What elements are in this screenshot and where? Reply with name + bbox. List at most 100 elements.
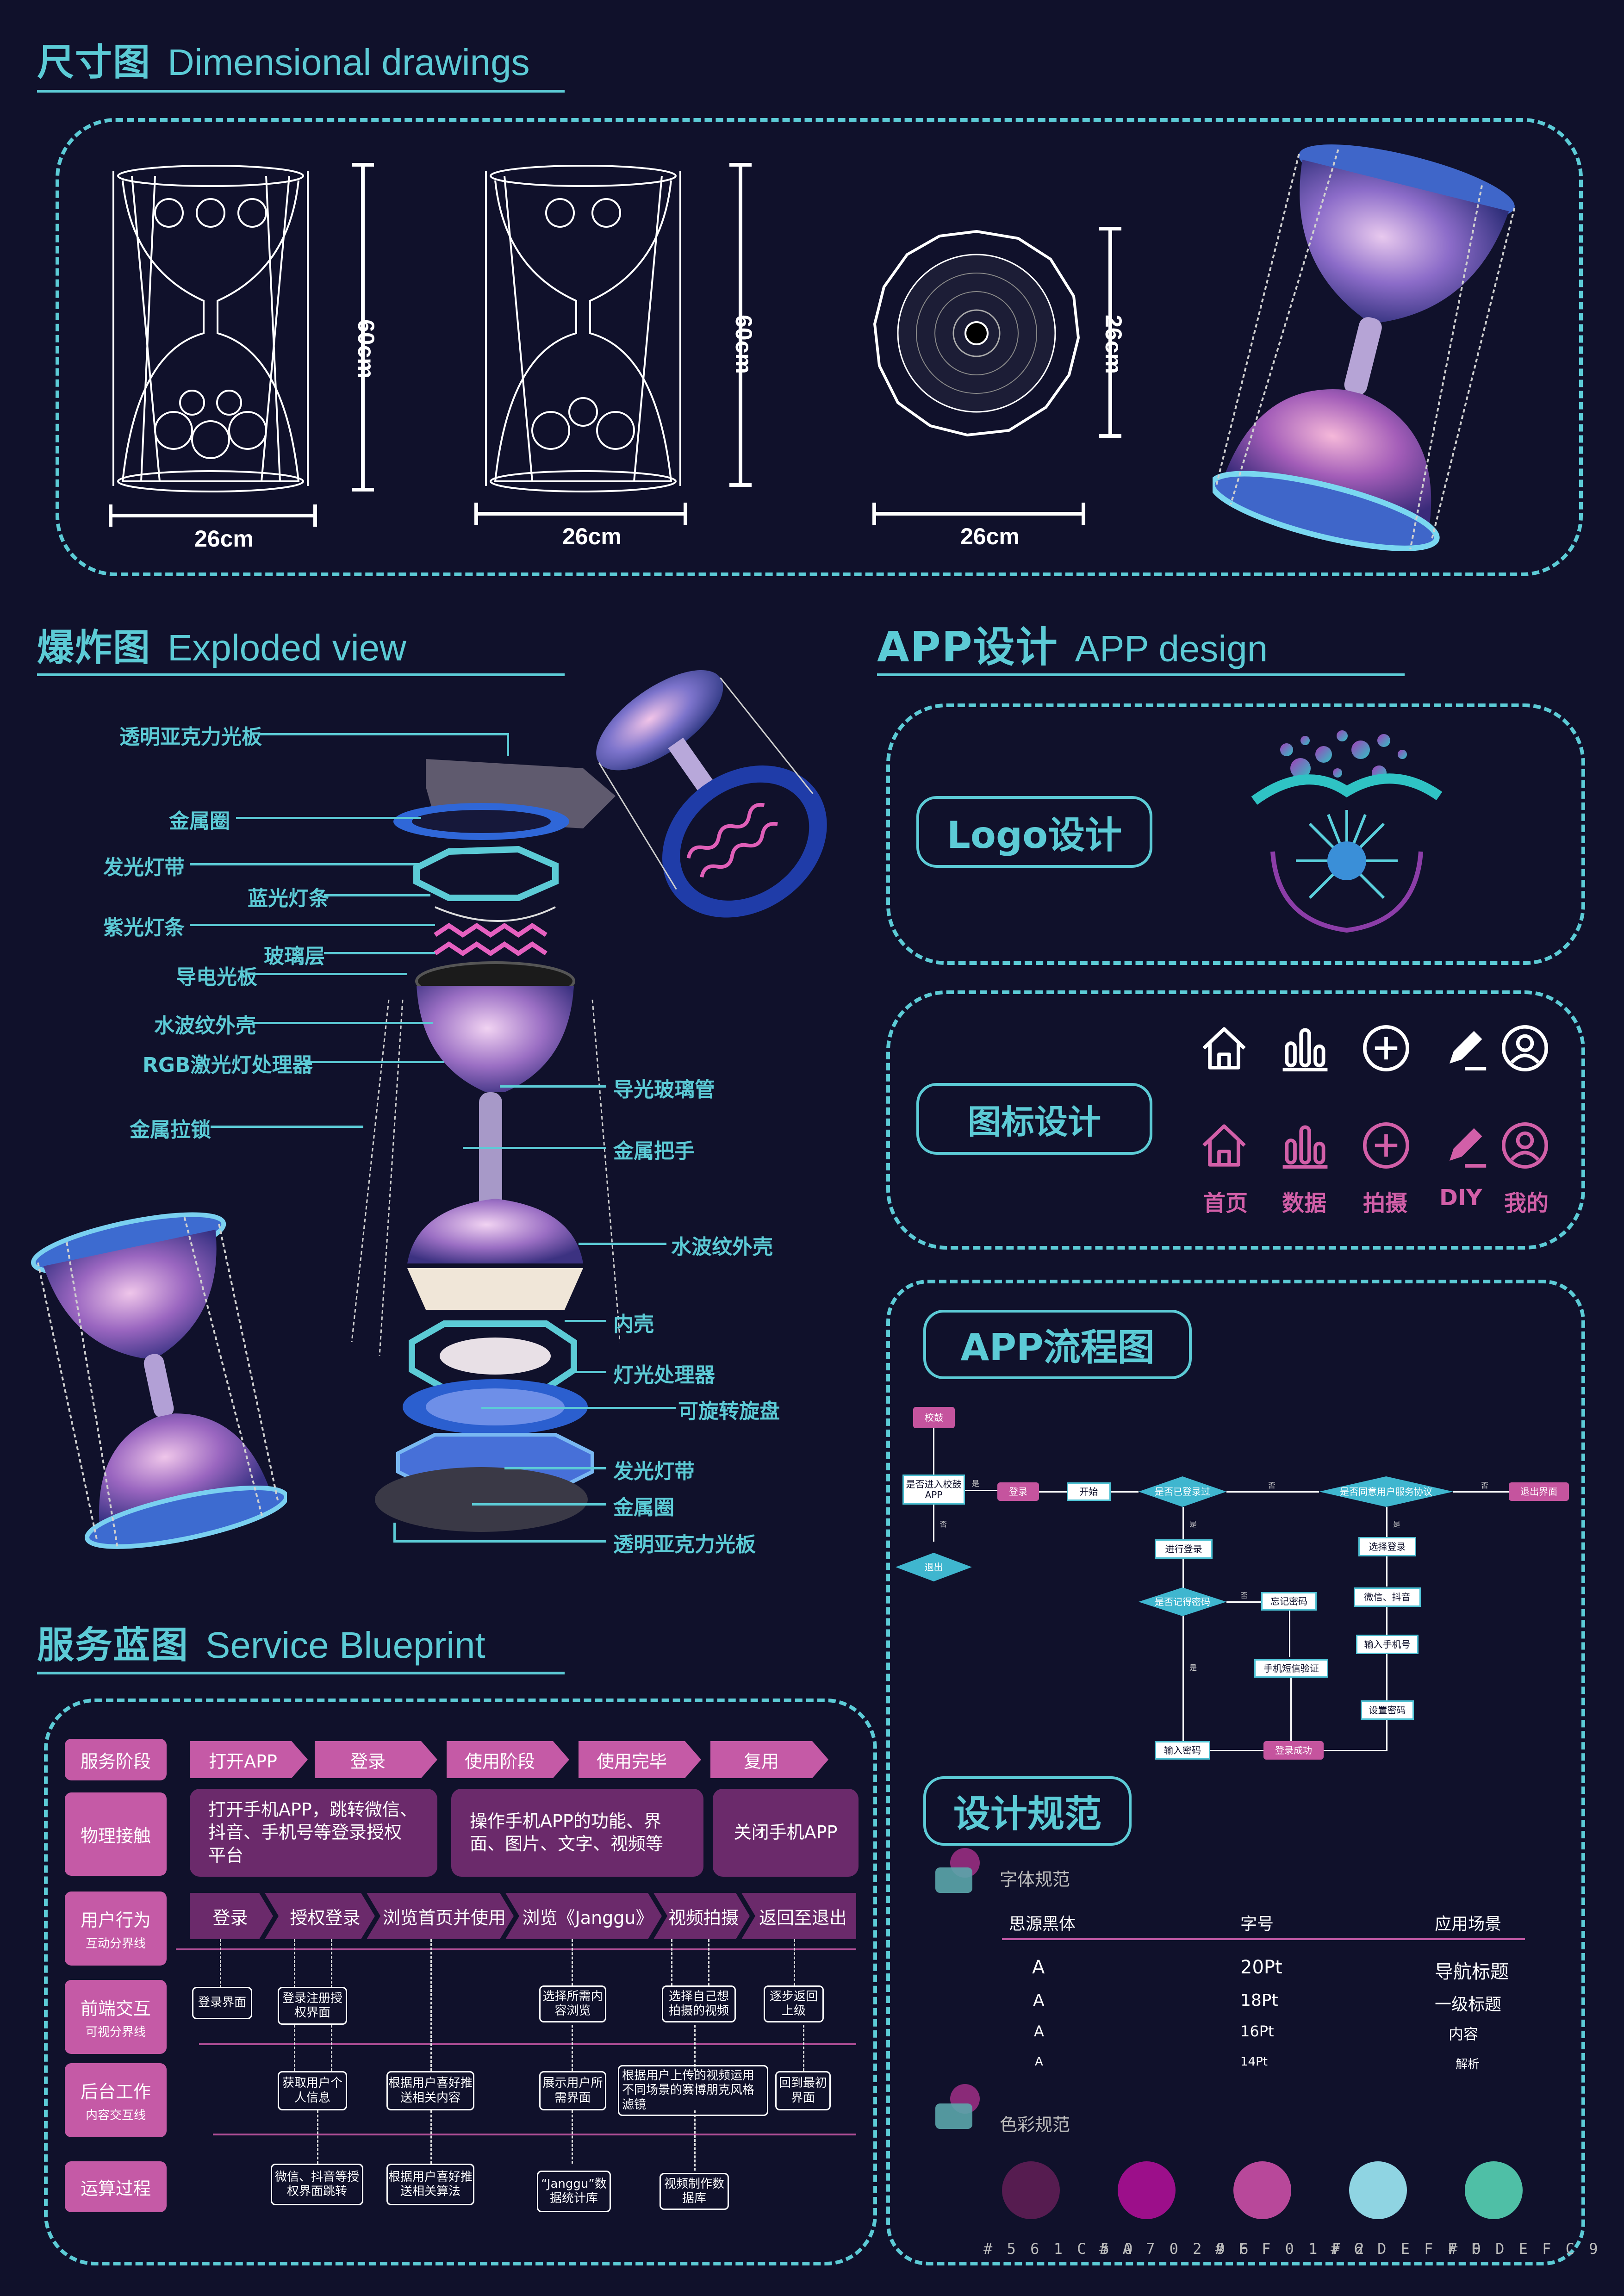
physical-close-app: 关闭手机APP [713, 1789, 859, 1877]
icon-label-data: 数据 [1282, 1190, 1327, 1216]
width-label: 26cm [194, 526, 254, 552]
table-header-font: 思源黑体 [1009, 1915, 1076, 1934]
ex-label-metal-ring-2: 金属圈 [613, 1496, 674, 1519]
assembled-render-image [31, 1212, 287, 1549]
row-label-backend: 后台工作内容交互线 [65, 2063, 167, 2137]
icon-label-home: 首页 [1203, 1190, 1248, 1216]
color-swatch-4 [1349, 2161, 1407, 2219]
color-swatch-5 [1465, 2161, 1523, 2219]
table-row: A [1033, 1991, 1045, 2010]
compute-push-algorithm: 根据用户喜好推送相关算法 [386, 2164, 474, 2205]
visibility-line [199, 2043, 856, 2045]
home-icon [1202, 1027, 1246, 1070]
color-hex-3: # F F 0 1 F 2 [1215, 2240, 1367, 2258]
stage-open-app: 打开APP [209, 1751, 277, 1772]
width-dim-line [109, 514, 317, 517]
color-hex-2: # A 7 0 2 9 6 [1099, 2240, 1251, 2258]
ex-label-metal-handle: 金属把手 [613, 1139, 695, 1163]
row-label-frontend: 前端交互可视分界线 [65, 1980, 167, 2054]
flow-node-begin: 开始 [1067, 1482, 1111, 1501]
flow-node-login-ok: 登录成功 [1263, 1741, 1324, 1760]
frontend-step-back: 逐步返回上级 [764, 1985, 824, 2022]
side-view-drawing [485, 165, 681, 492]
ex-label-blue-light: 蓝光灯条 [248, 887, 329, 910]
flow-node-login: 登录 [997, 1482, 1039, 1501]
flow-node-phone: 输入手机号 [1356, 1635, 1419, 1654]
bar-chart-icon-active[interactable] [1280, 1120, 1331, 1171]
action-return-exit: 返回至退出 [759, 1907, 847, 1928]
table-header-use: 应用场景 [1435, 1915, 1502, 1934]
title-underline [37, 673, 565, 676]
pencil-icon [1450, 1031, 1487, 1070]
user-icon-active[interactable] [1500, 1120, 1550, 1171]
height-label-3: 26cm [1101, 315, 1126, 374]
app-flow-pill: APP流程图 [923, 1310, 1192, 1379]
flow-node-enter-pwd: 输入密码 [1155, 1741, 1210, 1760]
ex-label-glass-layer: 玻璃层 [264, 945, 325, 968]
ex-label-rotary-disc: 可旋转旋盘 [678, 1400, 780, 1423]
flow-node-do-login: 进行登录 [1155, 1539, 1213, 1559]
frontend-choose-content: 选择所需内容浏览 [539, 1985, 606, 2022]
section-title-blueprint: 服务蓝图 Service Blueprint [37, 1615, 485, 1669]
physical-operate-app: 操作手机APP的功能、界面、图片、文字、视频等 [451, 1789, 703, 1877]
flow-node-enter: 是否进入校鼓APP [902, 1475, 965, 1505]
ex-label-acrylic-top: 透明亚克力光板 [119, 725, 262, 749]
plus-circle-icon [1363, 1025, 1410, 1072]
interaction-line [176, 1948, 856, 1950]
ex-label-metal-chain: 金属拉锁 [130, 1118, 211, 1142]
width-dim-line-2 [474, 512, 687, 516]
stage-reuse: 复用 [743, 1751, 779, 1772]
compute-janggu-db: “Janggu”数据统计库 [537, 2171, 611, 2212]
backend-return-home: 回到最初界面 [775, 2071, 831, 2110]
flow-node-set-pwd: 设置密码 [1361, 1700, 1414, 1720]
color-swatch-2 [1118, 2161, 1176, 2219]
font-spec-icon [935, 1848, 980, 1893]
action-browse-janggu: 浏览《Janggu》 [522, 1907, 653, 1928]
height-dim-line [361, 163, 365, 492]
icon-frame [886, 990, 1585, 1250]
compute-video-db: 视频制作数据库 [660, 2173, 729, 2210]
ex-label-led-strip: 发光灯带 [103, 856, 185, 879]
pencil-icon-active[interactable] [1439, 1120, 1490, 1171]
section-title-app: APP设计 APP design [877, 613, 1268, 673]
color-spec-heading: 色彩规范 [1000, 2115, 1070, 2135]
ex-label-wave-shell: 水波纹外壳 [154, 1014, 256, 1038]
ex-label-light-tube: 导光玻璃管 [613, 1078, 715, 1101]
plus-circle-icon-active[interactable] [1361, 1120, 1412, 1171]
title-underline [37, 1672, 565, 1674]
ex-label-wave-shell-2: 水波纹外壳 [671, 1235, 773, 1259]
action-browse-home: 浏览首页并使用 [382, 1907, 506, 1928]
home-icon-active[interactable] [1199, 1120, 1250, 1171]
color-hex-4: # 6 D E F F F [1331, 2240, 1483, 2258]
height-label-2: 60cm [731, 315, 757, 374]
icon-label-mine: 我的 [1504, 1190, 1549, 1216]
flow-node-exit-screen: 退出界面 [1509, 1482, 1569, 1501]
flow-node-forgot: 忘记密码 [1261, 1592, 1317, 1611]
flow-node-wechat: 微信、抖音 [1354, 1587, 1421, 1607]
backend-filter-video: 根据用户上传的视频运用不同场景的赛博朋克风格滤镜 [618, 2065, 768, 2116]
ex-label-conductive: 导电光板 [176, 965, 257, 989]
row-label-physical: 物理接触 [65, 1792, 167, 1876]
height-label: 60cm [353, 319, 379, 379]
title-en: Service Blueprint [205, 1624, 485, 1666]
width-label-2: 26cm [562, 523, 622, 549]
logo-image [1251, 730, 1443, 933]
stage-finished: 使用完毕 [596, 1751, 667, 1772]
frontend-login-screen: 登录界面 [192, 1987, 252, 2019]
table-header-size: 字号 [1240, 1915, 1274, 1934]
height-dim-line-3 [1108, 227, 1112, 437]
ex-label-metal-ring: 金属圈 [169, 809, 230, 833]
action-video-shoot: 视频拍摄 [668, 1907, 739, 1928]
row-label-user: 用户行为互动分界线 [65, 1892, 167, 1966]
design-spec-pill: 设计规范 [923, 1776, 1132, 1846]
table-row: A [1032, 1957, 1045, 1978]
color-hex-5: # 0 D E F C 9 [1449, 2240, 1601, 2258]
stage-login: 登录 [350, 1751, 386, 1772]
title-zh: 尺寸图 [37, 41, 151, 84]
physical-open-app: 打开手机APP，跳转微信、抖音、手机号等登录授权平台 [190, 1789, 437, 1877]
table-row: A [1034, 2022, 1044, 2040]
ex-label-led-strip-2: 发光灯带 [613, 1460, 695, 1483]
title-zh: 爆炸图 [37, 626, 151, 669]
frontend-choose-video: 选择自己想拍摄的视频 [662, 1985, 736, 2022]
product-render-image [1213, 144, 1516, 551]
